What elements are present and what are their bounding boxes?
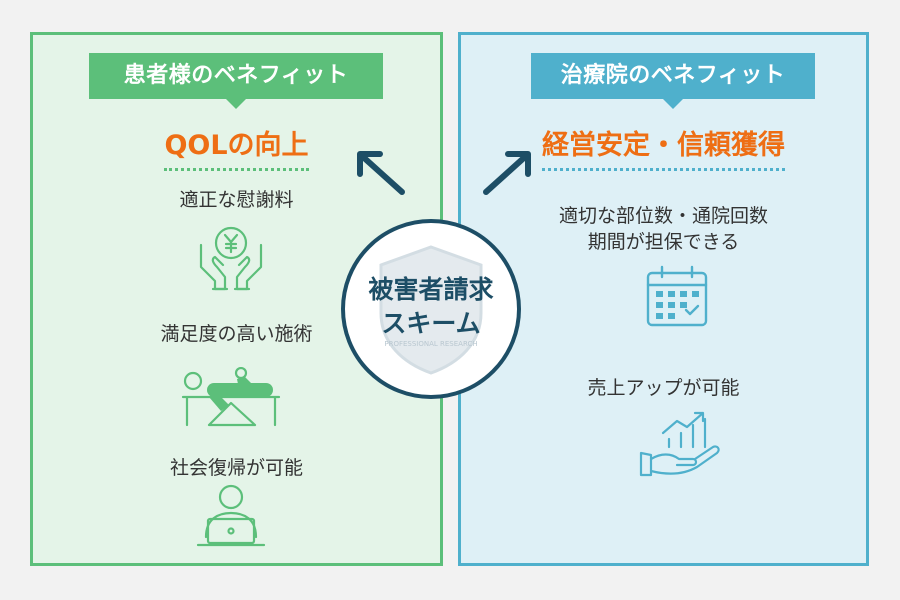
- item-appropriate-visits-label-1: 適切な部位数・通院回数: [558, 205, 768, 227]
- item-fair-compensation-label: 適正な慰謝料: [179, 189, 294, 211]
- watermark-text: PROFESSIONAL RESEARCH: [384, 340, 477, 348]
- patient-headline-text: QOLの向上: [164, 123, 309, 171]
- patient-headline: QOLの向上: [33, 123, 440, 171]
- center-title-line1: 被害者請求: [368, 275, 494, 304]
- clinic-headline-text: 経営安定・信頼獲得: [542, 123, 785, 171]
- center-title-line2: スキーム: [381, 309, 481, 338]
- clinic-benefit-tag: 治療院のベネフィット: [531, 53, 815, 109]
- calendar-icon: [646, 265, 708, 327]
- item-sales-increase-label: 売上アップが可能: [587, 377, 740, 399]
- shield-watermark-icon: PROFESSIONAL RESEARCH: [379, 245, 483, 375]
- clinic-benefit-panel: 治療院のベネフィット 経営安定・信頼獲得 適切な部位数・通院回数 期間が担保でき…: [458, 32, 869, 566]
- massage-treatment-icon: [181, 367, 281, 427]
- center-scheme-circle: PROFESSIONAL RESEARCH 被害者請求 スキーム: [341, 219, 521, 399]
- hand-growth-chart-icon: [639, 411, 720, 477]
- arrow-up-right-icon: [483, 151, 531, 195]
- hands-yen-icon: [199, 226, 263, 291]
- item-social-return-label: 社会復帰が可能: [169, 457, 303, 479]
- arrow-up-left-icon: [357, 151, 405, 195]
- person-laptop-icon: [196, 484, 266, 547]
- item-appropriate-visits-label-2: 期間が担保できる: [587, 231, 740, 253]
- center-title: 被害者請求 スキーム: [345, 273, 517, 341]
- item-satisfying-treatment-label: 満足度の高い施術: [160, 323, 313, 345]
- clinic-headline: 経営安定・信頼獲得: [461, 123, 866, 171]
- patient-benefit-tag: 患者様のベネフィット: [89, 53, 383, 109]
